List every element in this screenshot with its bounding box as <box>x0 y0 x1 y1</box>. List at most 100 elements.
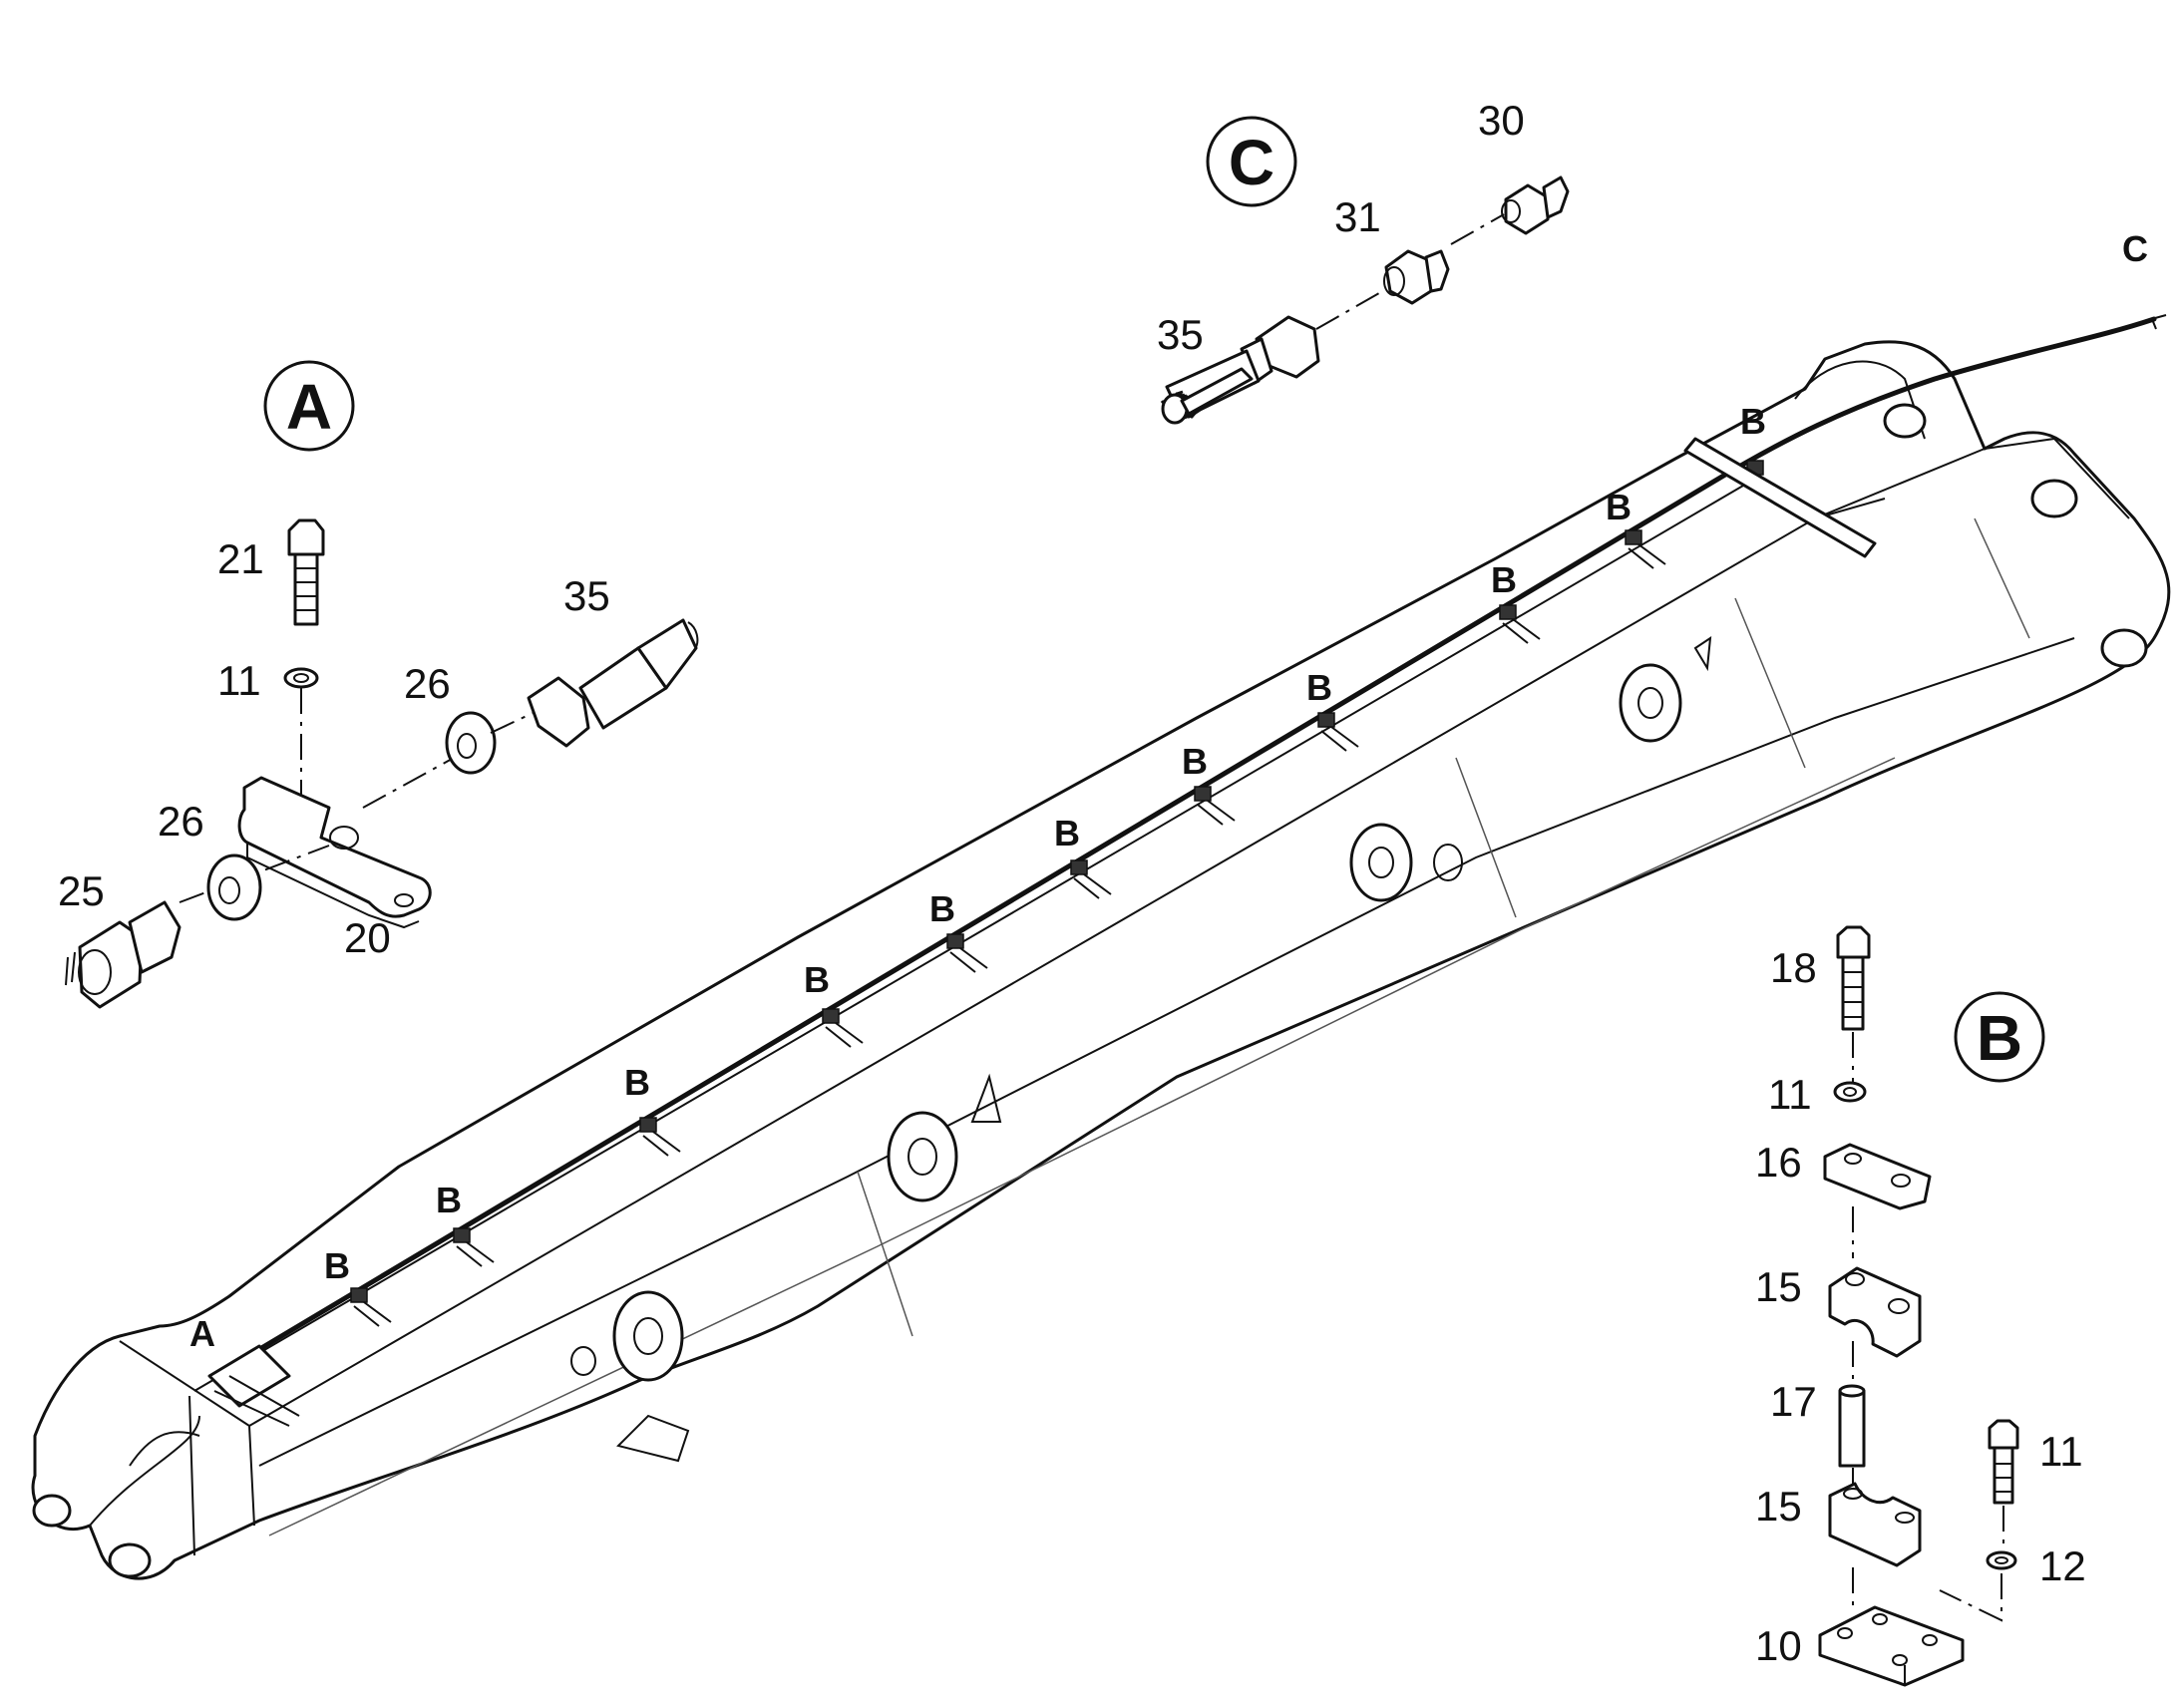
clamp-mark-8 <box>1317 712 1335 728</box>
section-b-circle <box>1954 991 2045 1083</box>
clamp-mark-4 <box>822 1008 840 1024</box>
label-30: 30 <box>1478 97 1525 144</box>
detail-c: C <box>1157 97 1570 425</box>
section-b-letter: B <box>1977 1002 2022 1074</box>
boom-foot-panel <box>119 1340 255 1556</box>
label-35-a: 35 <box>563 572 610 619</box>
washer-12 <box>1986 1550 2017 1570</box>
clamp-brackets <box>353 543 1666 1327</box>
boom-seam-4 <box>1974 517 2030 639</box>
ref-clamp-10: B <box>1606 487 1632 527</box>
bracket-20-edge <box>246 843 420 929</box>
washer-12-bore <box>1995 1556 2008 1564</box>
clamp-15-lower <box>1828 1482 1922 1567</box>
boom-foot-pin-bore-2 <box>108 1542 152 1578</box>
rear-lug <box>616 1414 690 1463</box>
ref-clamp-11: B <box>1740 401 1766 442</box>
label-10: 10 <box>1755 1622 1802 1669</box>
plate-16 <box>1823 1143 1932 1210</box>
detail-b: B <box>1755 925 2086 1687</box>
boom-head-pin-bore-2 <box>2100 628 2148 668</box>
clamp-mark-7 <box>1194 786 1212 802</box>
adapter-25 <box>65 900 182 1009</box>
clamp-mark-2 <box>453 1227 471 1243</box>
axis-b-side-drop <box>1939 1573 2002 1622</box>
boom-seam-2 <box>1455 757 1517 918</box>
label-15-lower: 15 <box>1755 1483 1802 1530</box>
lube-pipe-end-fitting <box>2143 314 2167 330</box>
hose-35-a <box>527 618 699 748</box>
ref-clamp-5: B <box>929 888 955 929</box>
label-35-c: 35 <box>1157 311 1204 358</box>
label-26-lower: 26 <box>158 798 204 845</box>
label-11-b-side: 11 <box>2039 1428 2083 1475</box>
ref-clamp-1: B <box>324 1245 350 1286</box>
clamp-15-upper <box>1828 1266 1922 1358</box>
label-15-upper: 15 <box>1755 1263 1802 1310</box>
ref-clamp-2: B <box>436 1180 462 1220</box>
label-11-a: 11 <box>217 657 261 704</box>
label-12: 12 <box>2039 1542 2086 1589</box>
axis-c-upper <box>1450 213 1505 245</box>
bolt-11-short <box>1988 1419 2019 1505</box>
boss-rear <box>612 1290 684 1382</box>
label-11-b-upper: 11 <box>1768 1071 1812 1118</box>
boom-head-pin-bore-1 <box>2030 479 2078 518</box>
lift-eye-1 <box>970 1073 1002 1123</box>
axis-a-main <box>362 757 455 809</box>
label-17: 17 <box>1770 1378 1817 1425</box>
bolt-18 <box>1836 925 1871 1031</box>
boom-assembly <box>31 340 2171 1580</box>
washer-11-a-bore <box>293 673 309 683</box>
washer-11-b-bore <box>1843 1087 1857 1097</box>
union-31 <box>1383 249 1450 305</box>
boss-front-2 <box>1619 663 1682 743</box>
nipple-30 <box>1501 175 1570 235</box>
section-c-letter: C <box>1229 127 1274 198</box>
label-26-upper: 26 <box>404 660 451 707</box>
boss-stub-1 <box>570 1346 596 1376</box>
lube-pipe <box>207 314 2167 1427</box>
label-20: 20 <box>344 914 391 961</box>
lube-pipe-line <box>228 316 2157 1369</box>
section-a-circle <box>263 360 355 452</box>
boom-body <box>31 340 2171 1580</box>
boom-reference-letters: A B B B B B B B B B B B B C <box>189 228 2148 1354</box>
boom-upper-lug <box>1794 360 1926 440</box>
bolt-21 <box>287 518 325 626</box>
clamp-mark-3 <box>639 1117 657 1133</box>
clamp-mark-1 <box>350 1287 368 1303</box>
section-a-letter: A <box>286 371 332 443</box>
boom-top-edge <box>193 478 1756 1392</box>
washer-11-b <box>1833 1081 1867 1103</box>
detail-a: A <box>58 360 699 1009</box>
bracket-20-bore <box>329 826 359 850</box>
pipe-start-block <box>207 1344 300 1427</box>
boss-front-1 <box>1349 823 1413 902</box>
label-21: 21 <box>217 535 264 582</box>
boom-side-crease <box>258 637 2075 1467</box>
lift-eye-2 <box>1693 635 1712 672</box>
boss-mid <box>887 1111 958 1202</box>
boss-stub-2 <box>1433 844 1463 881</box>
clamp-mark-10 <box>1625 529 1642 545</box>
ref-clamp-6: B <box>1054 813 1080 854</box>
bracket-20 <box>237 776 432 918</box>
clamp-mark-9 <box>1499 604 1517 620</box>
ref-clamp-4: B <box>804 959 830 1000</box>
clamp-mark-5 <box>946 933 964 949</box>
sleeve-17 <box>1838 1384 1866 1468</box>
pipe-support-plate <box>1683 437 1877 558</box>
washer-11-a <box>283 667 319 689</box>
boom-upper-pin-bore <box>1883 403 1927 439</box>
boom-foot-fork <box>89 1415 200 1527</box>
section-c-circle <box>1206 116 1297 207</box>
label-16: 16 <box>1755 1139 1802 1186</box>
seal-26-upper <box>445 711 497 775</box>
ref-start-a: A <box>189 1313 215 1354</box>
hose-35-c <box>1160 315 1320 425</box>
boom-lower-crease <box>268 757 1896 1537</box>
label-25: 25 <box>58 867 105 914</box>
ref-clamp-3: B <box>624 1062 650 1103</box>
ref-clamp-9: B <box>1491 559 1517 600</box>
